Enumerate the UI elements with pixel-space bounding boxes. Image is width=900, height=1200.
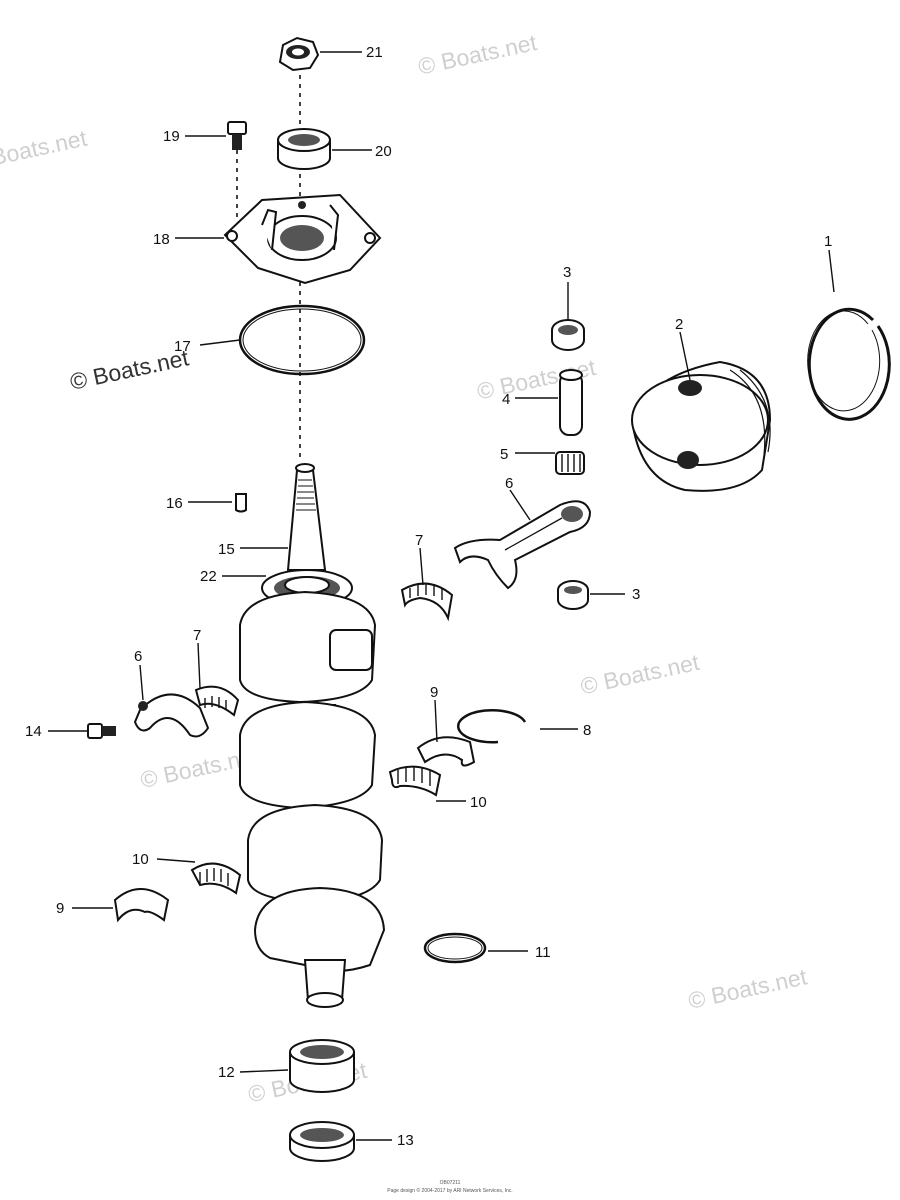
callout-7: 7 (415, 532, 423, 549)
callout-3: 3 (632, 586, 640, 603)
callout-6: 6 (505, 475, 513, 492)
part-19-bolt[interactable] (227, 121, 247, 150)
part-10-needle-bearing[interactable] (190, 862, 242, 895)
callout-22: 22 (200, 568, 217, 585)
part-9-bearing-race[interactable] (416, 736, 476, 767)
part-13-seal[interactable] (289, 1121, 355, 1162)
callout-8: 8 (583, 722, 591, 739)
callout-1: 1 (824, 233, 832, 250)
part-1-piston-ring[interactable] (807, 307, 891, 421)
callout-16: 16 (166, 495, 183, 512)
callout-10: 10 (470, 794, 487, 811)
part-16-key[interactable] (235, 493, 247, 513)
callouts: 21 20 19 18 17 16 15 22 14 6 7 7 3 4 5 6… (25, 44, 832, 1149)
part-6-connecting-rod[interactable] (453, 500, 592, 590)
callout-9: 9 (430, 684, 438, 701)
callout-19: 19 (163, 128, 180, 145)
part-8-retaining-ring[interactable] (457, 708, 527, 744)
watermark-dark: © Boats.net (68, 344, 192, 395)
callout-14: 14 (25, 723, 42, 740)
callout-2: 2 (675, 316, 683, 333)
watermark: © Boats.net (416, 29, 540, 80)
part-6-rod-cap[interactable] (133, 693, 210, 738)
leader-lines (48, 51, 835, 1141)
callout-17: 17 (174, 338, 191, 355)
part-12-roller-bearing[interactable] (289, 1039, 355, 1093)
part-9-bearing-race[interactable] (113, 888, 170, 923)
part-2-piston[interactable] (630, 360, 772, 492)
part-20-seal[interactable] (277, 128, 331, 170)
callout-12: 12 (218, 1064, 235, 1081)
callout-5: 5 (500, 446, 508, 463)
callout-21: 21 (366, 44, 383, 61)
part-21-nut[interactable] (278, 36, 320, 72)
part-5-needle-bearing[interactable] (555, 451, 585, 475)
callout-20: 20 (375, 143, 392, 160)
copyright-text: Page design © 2004-2017 by ARI Network S… (387, 1187, 512, 1194)
watermark: © Boats.net (686, 963, 810, 1014)
part-7-needle-bearing[interactable] (400, 582, 454, 622)
part-14-screw[interactable] (87, 723, 116, 739)
part-7-needle-bearing[interactable] (194, 685, 240, 717)
watermarks: © Boats.net © Boats.net © Boats.net © Bo… (0, 29, 810, 1107)
callout-15: 15 (218, 541, 235, 558)
callout-9: 9 (56, 900, 64, 917)
callout-13: 13 (397, 1132, 414, 1149)
callout-10: 10 (132, 851, 149, 868)
watermark: © Boats.net (578, 649, 702, 700)
callout-4: 4 (502, 391, 510, 408)
part-3-thrust-washer[interactable] (551, 319, 585, 351)
watermark: © Boats.net (0, 125, 90, 176)
part-10-needle-bearing[interactable] (388, 765, 442, 797)
callout-6: 6 (134, 648, 142, 665)
diagram-code: OB07211 (440, 1180, 461, 1186)
part-3-thrust-washer[interactable] (557, 580, 589, 610)
callout-18: 18 (153, 231, 170, 248)
callout-11: 11 (535, 944, 551, 961)
part-crankshaft[interactable] (239, 463, 386, 1008)
part-4-piston-pin[interactable] (559, 369, 583, 436)
part-23-o-ring[interactable] (238, 304, 366, 376)
part-11-retaining-ring[interactable] (423, 932, 487, 964)
callout-7: 7 (193, 627, 201, 644)
callout-3: 3 (563, 264, 571, 281)
part-18-bearing-housing[interactable] (223, 193, 382, 285)
